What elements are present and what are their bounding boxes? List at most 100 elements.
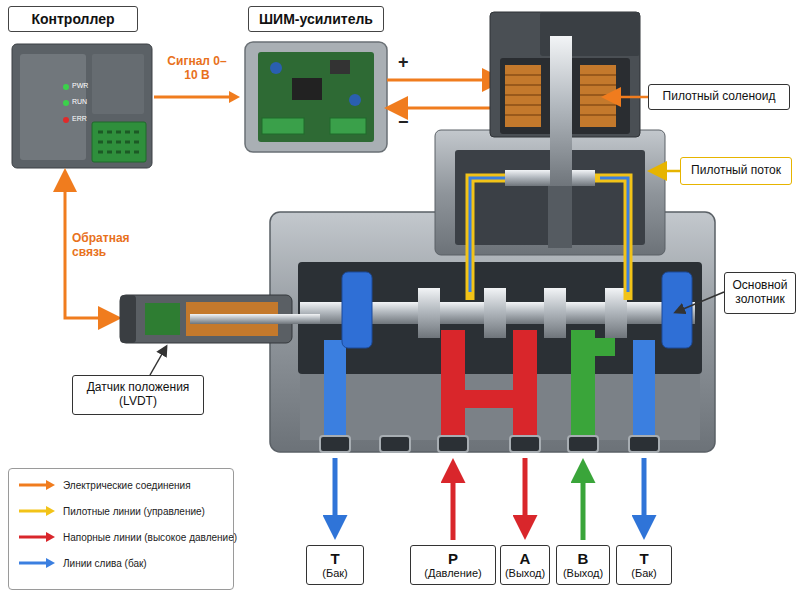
amplifier-housing xyxy=(245,42,387,152)
legend-text: Линии слива (бак) xyxy=(63,558,147,569)
tank-channel xyxy=(324,340,346,444)
port-description: (Бак) xyxy=(322,567,347,579)
legend-line xyxy=(19,510,47,513)
legend-row: Электрические соединения xyxy=(17,479,191,491)
port-box: P(Давление) xyxy=(410,545,496,585)
legend-sample xyxy=(17,531,57,543)
legend-row: Пилотные линии (управление) xyxy=(17,505,205,517)
legend-arrow-head xyxy=(46,480,55,490)
legend-arrow-head xyxy=(46,558,55,568)
callout-text: Пилотный поток xyxy=(691,164,781,178)
port-name: T xyxy=(639,551,648,568)
controller-panel xyxy=(92,54,144,114)
led xyxy=(63,100,69,106)
spool-land xyxy=(544,288,566,338)
callout-box: Датчик положения (LVDT) xyxy=(72,375,204,415)
port-opening xyxy=(380,436,410,452)
callout-box: Основной золотник xyxy=(724,272,796,314)
legend-line xyxy=(19,536,47,539)
port-opening xyxy=(320,436,350,452)
wire-minus xyxy=(390,107,500,110)
controller-housing xyxy=(12,44,152,168)
legend-sample xyxy=(17,505,57,517)
legend-text: Пилотные линии (управление) xyxy=(63,506,205,517)
port-name: P xyxy=(448,551,458,568)
legend-arrow-head xyxy=(46,532,55,542)
legend-box: Электрические соединенияПилотные линии (… xyxy=(8,468,234,590)
port-box: T(Бак) xyxy=(306,545,364,585)
pilot-flow xyxy=(470,178,520,292)
device-node: ШИМ-усилитель xyxy=(240,6,392,156)
port-opening xyxy=(568,436,598,452)
b-channel xyxy=(571,338,615,356)
legend-text: Напорные линии (высокое давление) xyxy=(63,532,237,543)
chip xyxy=(330,60,350,74)
lvdt-cap xyxy=(120,295,136,343)
spool-land xyxy=(484,288,506,338)
callout-box: Пилотный соленоид xyxy=(648,84,790,110)
port-box: B(Выход) xyxy=(556,545,610,585)
port-opening xyxy=(629,436,659,452)
legend-text: Электрические соединения xyxy=(63,480,191,491)
pilot-line xyxy=(595,178,628,300)
port-description: (Бак) xyxy=(631,567,656,579)
legend-sample xyxy=(17,479,57,491)
port-description: (Выход) xyxy=(563,567,603,579)
callout-box: Пилотный поток xyxy=(680,157,792,185)
legend-line xyxy=(19,562,47,565)
spool-land xyxy=(418,288,440,338)
leader-line xyxy=(150,347,166,375)
pilot-line xyxy=(470,178,525,300)
legend-line xyxy=(19,484,47,487)
capacitor xyxy=(270,62,282,74)
legend-arrow-head xyxy=(46,506,55,516)
led xyxy=(63,84,69,90)
port-name: A xyxy=(520,551,531,568)
port-name: T xyxy=(330,551,339,568)
callout-text: Датчик положения (LVDT) xyxy=(77,381,199,409)
led-label: PWR xyxy=(72,82,88,90)
terminal-block xyxy=(330,118,366,134)
legend-row: Напорные линии (высокое давление) xyxy=(17,531,237,543)
legend-row: Линии слива (бак) xyxy=(17,557,147,569)
port-name: B xyxy=(578,551,589,568)
callout-text: Основной золотник xyxy=(729,279,791,307)
device-heading: ШИМ-усилитель xyxy=(248,6,384,32)
polarity-sign: + xyxy=(398,52,409,73)
polarity-sign: − xyxy=(398,112,409,133)
tank-channel xyxy=(633,340,655,444)
plunger xyxy=(550,36,572,186)
spool-end-piston xyxy=(662,272,692,348)
leader-line xyxy=(652,170,680,173)
legend-sample xyxy=(17,557,57,569)
port-box: T(Бак) xyxy=(616,545,672,585)
port-description: (Выход) xyxy=(505,567,545,579)
leader-line xyxy=(606,96,648,99)
connector-line xyxy=(154,96,231,99)
terminal-screws xyxy=(98,132,142,152)
signal-label: Сигнал 0–10 В xyxy=(167,55,227,83)
flow-arrow xyxy=(523,458,528,530)
controller-face xyxy=(20,54,86,160)
arrow-head xyxy=(229,91,240,103)
lvdt-core xyxy=(190,314,320,324)
spool-end-piston xyxy=(342,272,372,348)
led-label: ERR xyxy=(72,115,87,123)
terminal-block xyxy=(92,122,146,162)
wire-plus xyxy=(387,79,500,82)
pressure-channel xyxy=(441,390,537,408)
port-description: (Давление) xyxy=(424,567,481,579)
pilot-stem xyxy=(548,186,572,248)
port-opening xyxy=(438,436,468,452)
leader-line xyxy=(676,292,724,312)
port-opening xyxy=(510,436,540,452)
flow-arrow xyxy=(642,458,647,530)
circuit-board xyxy=(258,52,374,142)
lvdt-board xyxy=(145,303,180,335)
pressure-channel xyxy=(513,330,537,444)
flow-arrow xyxy=(333,458,338,530)
pilot-flow xyxy=(600,178,628,292)
device-heading: Контроллер xyxy=(8,6,138,32)
capacitor xyxy=(349,94,361,106)
